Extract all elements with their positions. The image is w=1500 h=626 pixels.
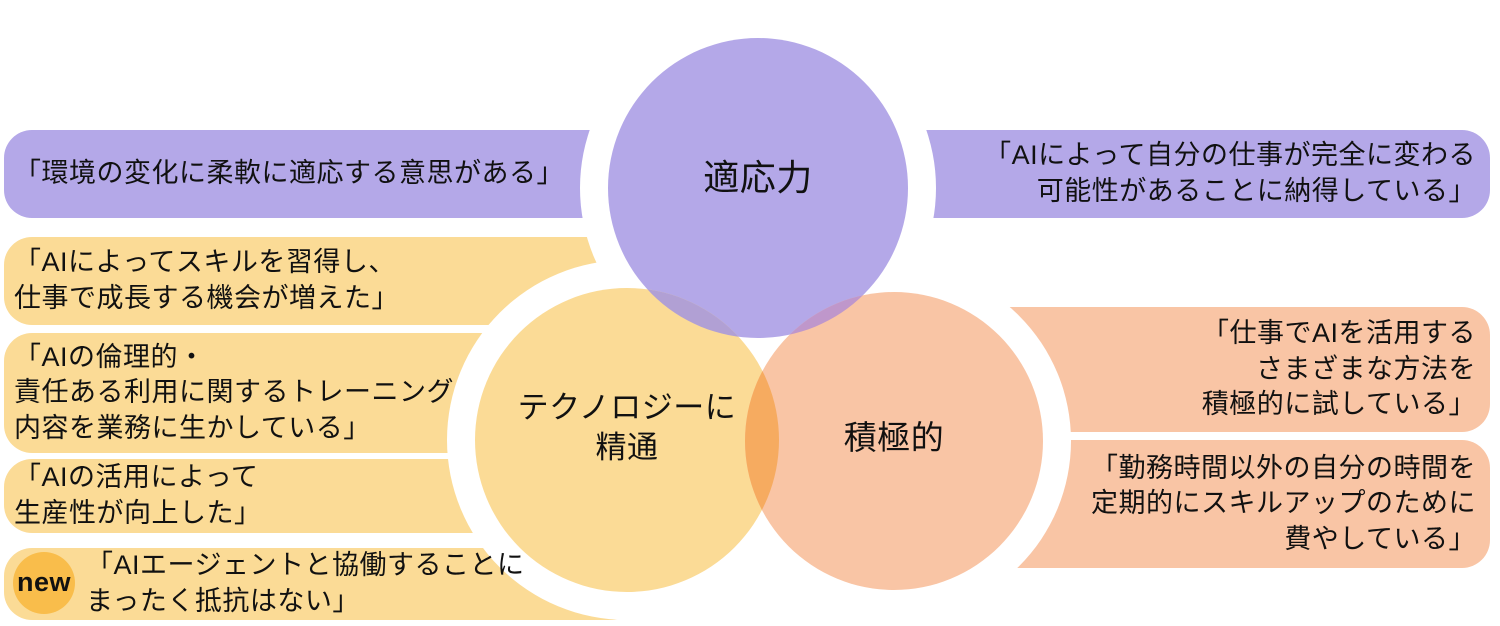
circle-label-tech: テクノロジーに 精通: [517, 389, 737, 465]
venn-circle-adaptability: [608, 38, 908, 338]
new-badge-label: new: [16, 567, 71, 598]
quote-tech-4: 「AIエージェントと協働することに まったく抵抗はない」: [86, 550, 525, 616]
quote-tech-2: 「AIの倫理的・ 責任ある利用に関するトレーニング 内容を業務に生かしている」: [14, 341, 454, 443]
quote-adaptability-left: 「環境の変化に柔軟に適応する意思がある」: [14, 158, 564, 189]
venn-circle-tech: [475, 288, 779, 592]
quote-tech-1: 「AIによってスキルを習得し、 仕事で成長する機会が増えた」: [14, 247, 399, 313]
circle-label-adaptability: 適応力: [703, 156, 813, 198]
circle-label-proactive: 積極的: [843, 418, 945, 456]
venn-circle-proactive: [745, 292, 1043, 590]
banner-shape-adaptability-right: [830, 130, 1490, 218]
quote-proactive-1: 「仕事でAIを活用する さまざまな方法を 積極的に試している」: [1201, 318, 1476, 420]
quote-proactive-2: 「勤務時間以外の自分の時間を 定期的にスキルアップのために 費やしている」: [1091, 452, 1476, 554]
banner-shape-tech-4: [4, 548, 640, 620]
banner-shape-tech-1: [4, 237, 700, 325]
new-badge-circle: [13, 552, 75, 614]
quote-tech-3: 「AIの活用によって 生産性が向上した」: [14, 462, 262, 528]
banner-shape-adaptability-left: [4, 130, 700, 218]
quote-adaptability-right: 「AIによって自分の仕事が完全に変わる 可能性があることに納得している」: [984, 140, 1476, 206]
